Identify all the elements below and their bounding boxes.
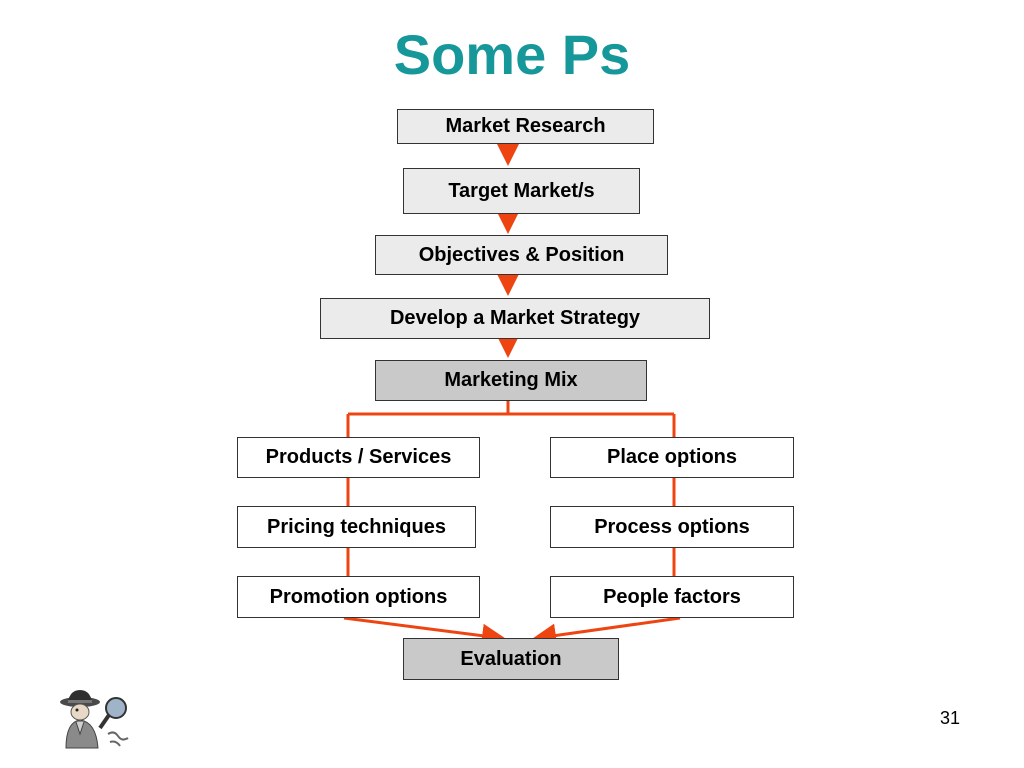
arrow-right-to-evaluation xyxy=(532,616,681,648)
page-number: 31 xyxy=(940,708,961,728)
target-markets-box: Target Market/s xyxy=(403,168,640,214)
develop-strategy-box: Develop a Market Strategy xyxy=(320,298,710,339)
evaluation-box: Evaluation xyxy=(403,638,619,680)
detective-cartoon-icon xyxy=(60,690,129,749)
process-options-box: Process options xyxy=(550,506,794,548)
arrow-left-to-evaluation xyxy=(343,616,506,648)
products-services-box: Products / Services xyxy=(237,437,480,478)
people-factors-box: People factors xyxy=(550,576,794,618)
pricing-techniques-box: Pricing techniques xyxy=(237,506,476,548)
market-research-box: Market Research xyxy=(397,109,654,144)
slide-title: Some Ps xyxy=(393,23,631,86)
objectives-position-box: Objectives & Position xyxy=(375,235,668,275)
promotion-options-box: Promotion options xyxy=(237,576,480,618)
marketing-mix-box: Marketing Mix xyxy=(375,360,647,401)
place-options-box: Place options xyxy=(550,437,794,478)
